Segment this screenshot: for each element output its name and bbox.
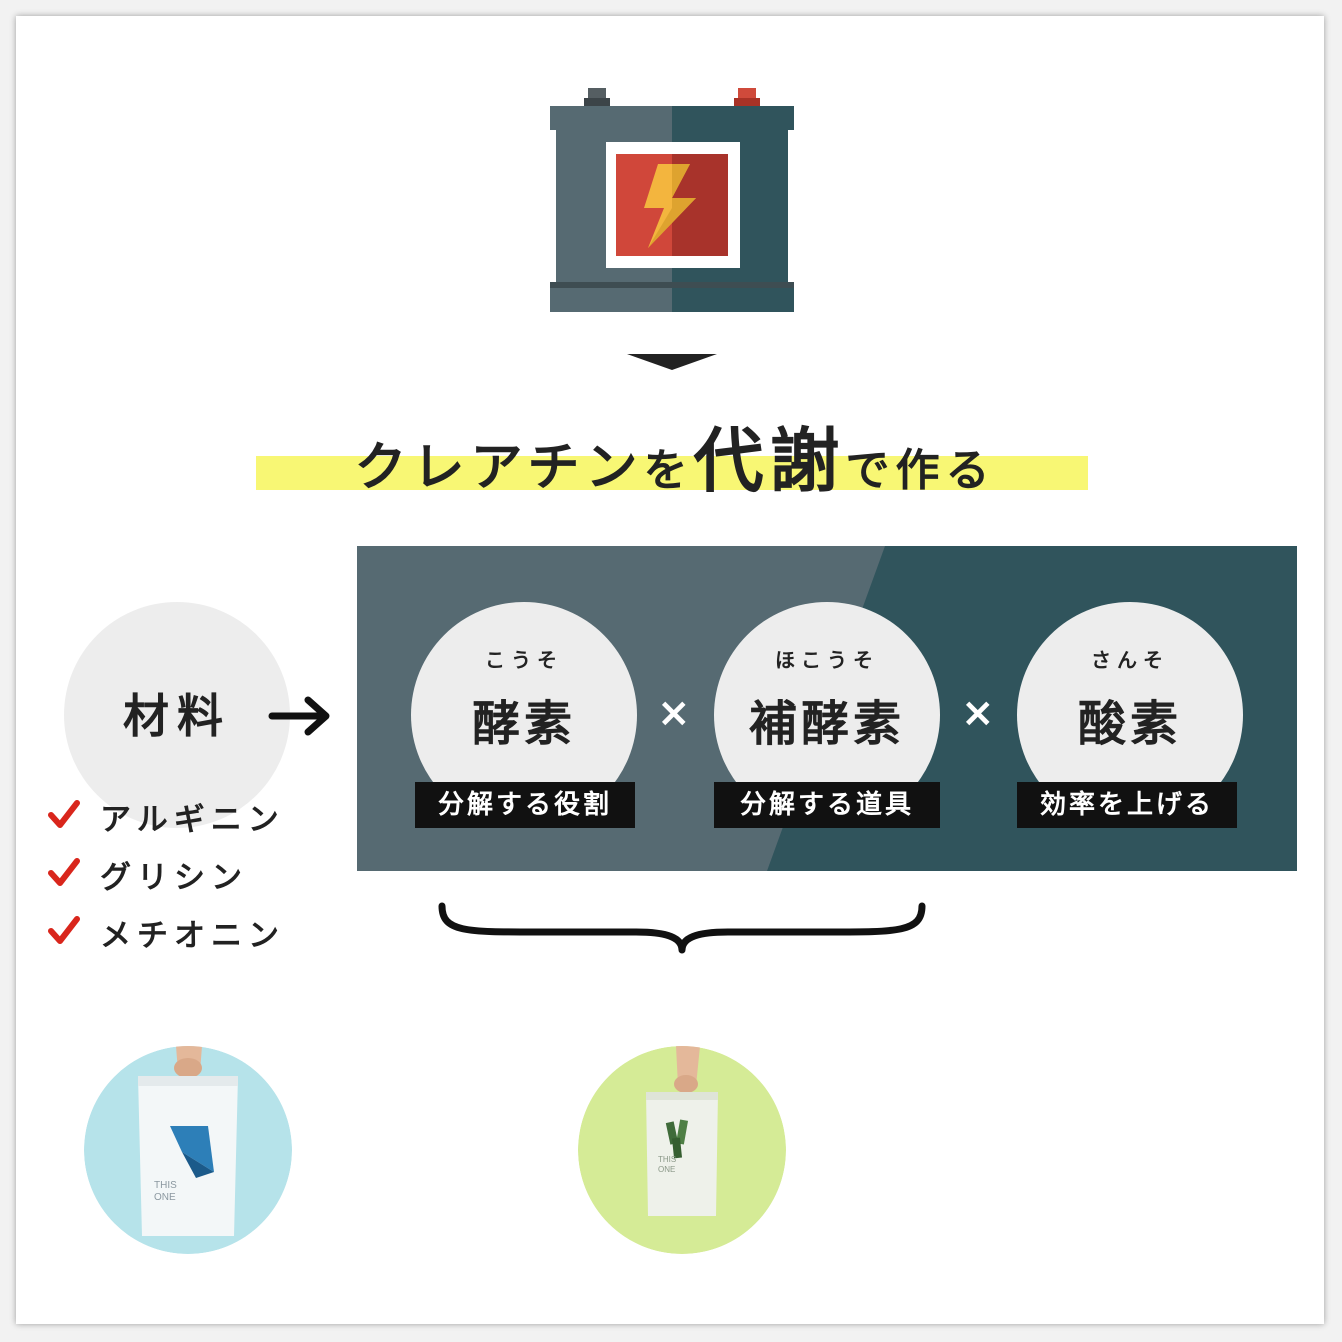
title-part-4: で作る [845, 445, 996, 496]
coenzyme-ruby: ほこうそ [775, 648, 879, 672]
down-arrow-icon [627, 354, 717, 370]
times-sign-1: × [657, 690, 691, 736]
check-icon [48, 800, 80, 828]
coenzyme-role-tag: 分解する道具 [714, 782, 940, 828]
oxygen-label: 酸素 [1077, 696, 1182, 752]
battery-icon [550, 88, 794, 312]
title-part-1: クレアチン [354, 438, 644, 498]
product-image-blue: THIS ONE [84, 1046, 292, 1254]
times-sign-2: × [961, 690, 995, 736]
product-brand-line1: THIS [658, 1155, 676, 1164]
title-part-3: 代謝 [693, 420, 846, 502]
material-circle [64, 602, 290, 828]
page-title: クレアチンを代謝で作る [250, 405, 1100, 502]
oxygen-ruby: さんそ [1091, 648, 1169, 672]
enzyme-ruby: こうそ [485, 648, 563, 672]
check-icon [48, 858, 80, 886]
title-part-2: を [643, 445, 694, 496]
material-label: 材料 [123, 689, 231, 743]
material-item-text: アルギニン [100, 802, 285, 838]
product-brand-line1: THIS [154, 1180, 177, 1191]
oxygen-role-tag: 効率を上げる [1017, 782, 1237, 828]
product-image-green: THIS ONE [578, 1046, 786, 1254]
product-brand-line2: ONE [154, 1192, 176, 1203]
coenzyme-label: 補酵素 [748, 696, 905, 752]
enzyme-role-tag: 分解する役割 [415, 782, 635, 828]
title-highlight [256, 456, 1088, 490]
check-icon [48, 916, 80, 944]
material-item-text: グリシン [100, 860, 248, 896]
product-brand-line2: ONE [658, 1165, 675, 1174]
material-item-text: メチオニン [100, 918, 285, 954]
curly-brace-icon [438, 902, 926, 954]
right-arrow-icon [268, 696, 330, 736]
enzyme-label: 酵素 [471, 696, 576, 752]
